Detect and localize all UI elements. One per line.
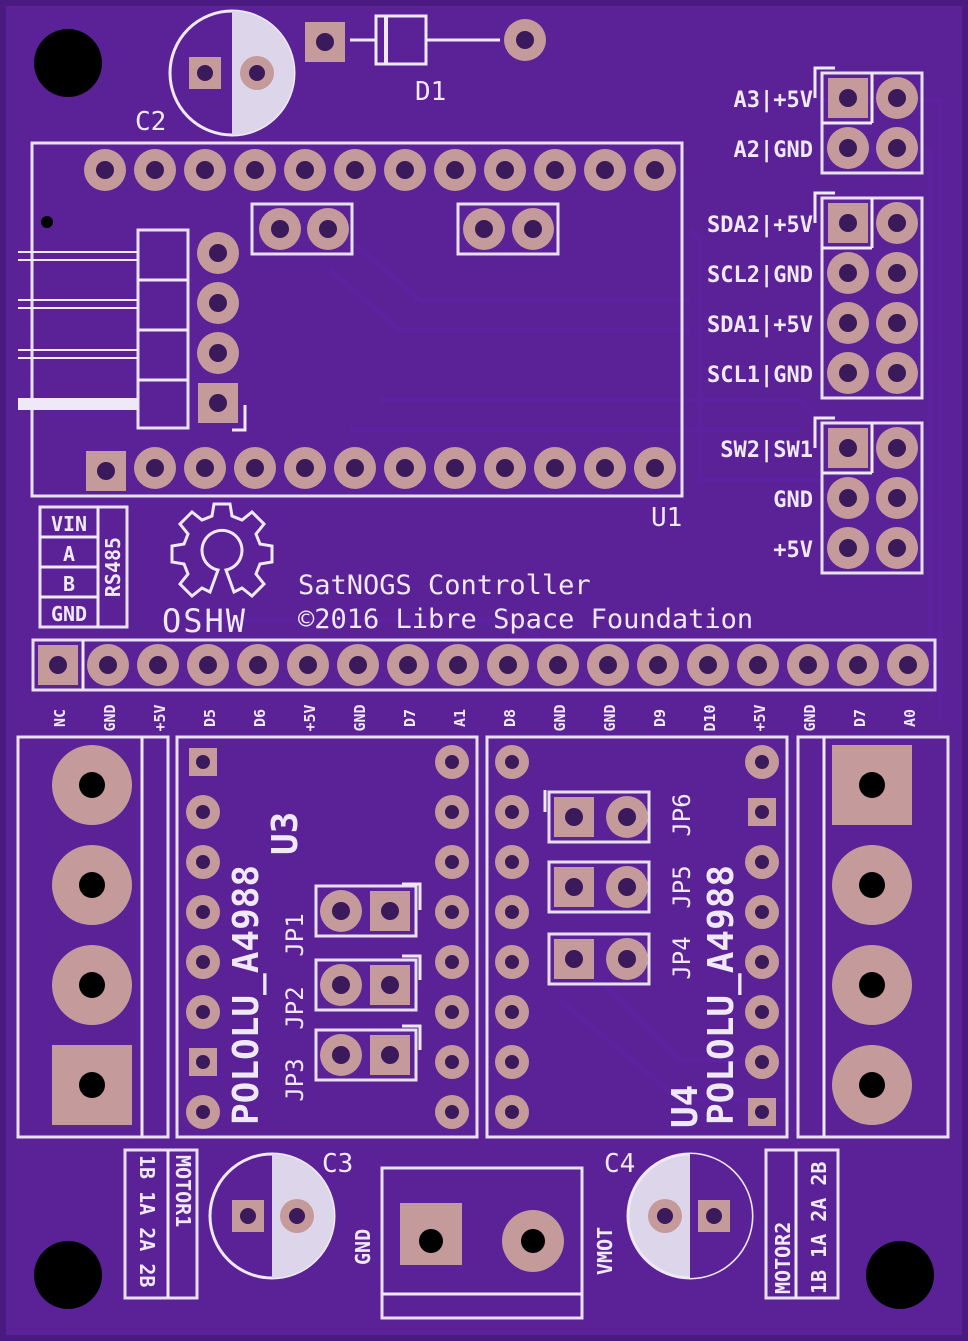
mount-hole-tl	[34, 29, 102, 97]
i2c-label-1: SCL2|GND	[707, 263, 813, 288]
terminal-power: GND VMOT	[351, 1166, 617, 1320]
oshw-logo: OSHW	[162, 502, 274, 640]
i2c-label-2: SDA1|+5V	[707, 313, 813, 338]
board-copyright: ©2016 Libre Space Foundation	[298, 604, 753, 635]
header-label-13: D10	[701, 704, 719, 731]
header-label-10: GND	[551, 704, 569, 731]
header-label-3: D5	[201, 709, 219, 727]
u3-ref: U3	[265, 812, 306, 855]
oshw-text: OSHW	[162, 602, 247, 640]
header-label-16: D7	[851, 709, 869, 727]
bottom-header: NC GND +5V D5 D6 +5V GND D7 A1 D8 GND GND D9 D10 +5V GN…	[31, 638, 937, 732]
rs485-pin-3: GND	[51, 602, 87, 626]
capacitor-c3: C3	[208, 1149, 353, 1280]
rs485-block: VIN A B GND RS485	[38, 505, 129, 629]
terminal-motor2	[796, 735, 950, 1139]
rs485-title: RS485	[101, 537, 125, 597]
motor1-title: MOTOR1	[171, 1155, 195, 1227]
jp4-label: JP4	[668, 936, 696, 979]
header-label-5: +5V	[301, 704, 319, 731]
analog-label-0: A3|+5V	[734, 88, 813, 113]
c4-label: C4	[604, 1149, 635, 1179]
i2c-label-3: SCL1|GND	[707, 363, 813, 388]
board-title: SatNOGS Controller	[298, 570, 591, 601]
rs485-pin-2: B	[63, 572, 75, 596]
header-label-0: NC	[51, 709, 69, 727]
capacitor-c4: C4	[604, 1149, 754, 1280]
motor2-block: MOTOR2 1B 1A 2A 2B	[764, 1148, 840, 1300]
header-analog: A3|+5V A2|GND	[734, 66, 924, 175]
d1-label: D1	[415, 77, 446, 107]
diode-d1: D1	[305, 14, 546, 107]
u4-ref: U4	[665, 1085, 706, 1128]
jp2-label: JP2	[281, 986, 309, 1029]
header-label-8: A1	[451, 709, 469, 727]
jp5-label: JP5	[668, 865, 696, 908]
switch-label-1: GND	[773, 488, 813, 513]
header-label-12: D9	[651, 709, 669, 727]
capacitor-c2: C2	[135, 9, 296, 137]
jp3-label: JP3	[281, 1058, 309, 1101]
mount-hole-bl	[34, 1241, 102, 1309]
header-label-2: +5V	[151, 704, 169, 731]
power-vmot-label: VMOT	[593, 1227, 617, 1275]
header-switches: SW2|SW1 GND +5V	[720, 416, 924, 575]
c2-label: C2	[135, 107, 166, 137]
rs485-pin-0: VIN	[51, 512, 87, 536]
header-i2c: SDA2|+5V SCL2|GND SDA1|+5V SCL1|GND	[707, 191, 924, 400]
analog-label-1: A2|GND	[734, 138, 813, 163]
c3-label: C3	[322, 1149, 353, 1179]
i2c-label-0: SDA2|+5V	[707, 213, 813, 238]
motor2-pins: 1B 1A 2A 2B	[807, 1162, 831, 1294]
header-label-7: D7	[401, 709, 419, 727]
motor1-block: 1B 1A 2A 2B MOTOR1	[123, 1148, 199, 1300]
motor1-pins: 1B 1A 2A 2B	[135, 1155, 159, 1287]
switch-label-0: SW2|SW1	[720, 438, 813, 463]
u1-label: U1	[651, 503, 682, 533]
header-label-17: A0	[901, 709, 919, 727]
mounting-holes	[34, 29, 934, 1309]
header-label-4: D6	[251, 709, 269, 727]
jp1-label: JP1	[281, 913, 309, 956]
arduino-u1: U1	[18, 141, 684, 533]
driver-u3: JP1 JP2 JP3 POLOLU_A4988 U3	[175, 735, 479, 1139]
mount-hole-br	[866, 1241, 934, 1309]
header-label-14: +5V	[751, 704, 769, 731]
switch-label-2: +5V	[773, 538, 813, 563]
driver-u4: JP6 JP5 JP4 POLOLU_A4988 U4	[485, 735, 789, 1139]
terminal-motor1	[16, 735, 170, 1139]
u3-part: POLOLU_A4988	[226, 865, 267, 1125]
header-label-15: GND	[801, 704, 819, 731]
header-label-9: D8	[501, 709, 519, 727]
header-label-11: GND	[601, 704, 619, 731]
header-label-6: GND	[351, 704, 369, 731]
u4-part: POLOLU_A4988	[701, 865, 742, 1125]
header-label-1: GND	[101, 704, 119, 731]
rs485-pin-1: A	[63, 542, 75, 566]
motor2-title: MOTOR2	[771, 1222, 795, 1294]
power-gnd-label: GND	[351, 1229, 375, 1265]
jp6-label: JP6	[668, 793, 696, 836]
